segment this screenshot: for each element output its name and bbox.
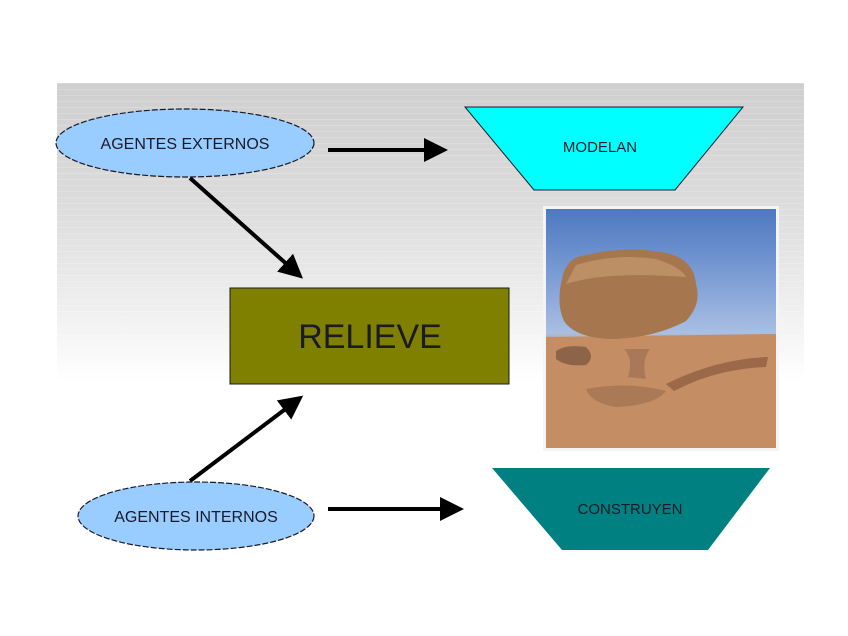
node-agentes-internos: AGENTES INTERNOS bbox=[77, 481, 315, 551]
node-modelan: MODELAN bbox=[463, 106, 745, 191]
photo-image bbox=[546, 209, 776, 448]
node-agentes-externos: AGENTES EXTERNOS bbox=[55, 108, 315, 178]
arrow-internos-to-relieve bbox=[188, 395, 304, 483]
rock-formation-photo bbox=[543, 206, 779, 451]
photo-illustration bbox=[546, 249, 776, 448]
node-label: RELIEVE bbox=[298, 318, 442, 356]
node-label: CONSTRUYEN bbox=[577, 501, 682, 518]
node-label: AGENTES EXTERNOS bbox=[101, 136, 270, 153]
arrow-externos-to-relieve bbox=[188, 176, 303, 279]
node-label: MODELAN bbox=[563, 139, 637, 156]
node-label: AGENTES INTERNOS bbox=[114, 509, 278, 526]
node-relieve: RELIEVE bbox=[229, 287, 510, 385]
node-construyen: CONSTRUYEN bbox=[492, 468, 770, 550]
